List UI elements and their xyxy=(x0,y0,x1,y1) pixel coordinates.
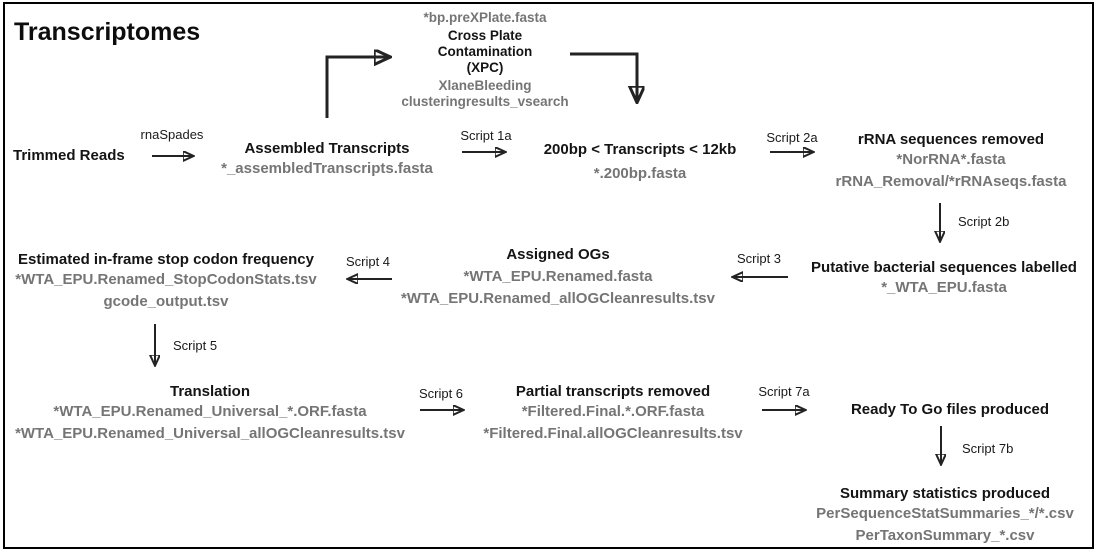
edge-label-rnaspades: rnaSpades xyxy=(140,127,204,142)
edge-label-script-2a: Script 2a xyxy=(766,130,818,145)
node-translation: Translation *WTA_EPU.Renamed_Universal_*… xyxy=(15,382,405,445)
node-title: rRNA sequences removed xyxy=(857,131,1045,148)
node-file: PerSequenceStatSummaries_*/*.csv xyxy=(816,505,1074,522)
node-file: clusteringresults_vsearch xyxy=(401,94,569,109)
edge-label-script-1a: Script 1a xyxy=(460,128,512,143)
node-title: Assigned OGs xyxy=(506,246,610,263)
node-title: Partial transcripts removed xyxy=(515,383,711,400)
node-bacterial-labelled: Putative bacterial sequences labelled *_… xyxy=(811,258,1077,299)
node-title: Translation xyxy=(169,383,251,400)
arrow-assembled-to-xpc xyxy=(325,57,388,118)
node-file: *Filtered.Final.*.ORF.fasta xyxy=(521,403,705,420)
edge-label-script-2b: Script 2b xyxy=(958,214,1010,229)
node-rrna-removed: rRNA sequences removed *NorRNA*.fasta rR… xyxy=(836,130,1067,193)
node-title: Trimmed Reads xyxy=(13,147,125,164)
node-file: rRNA_Removal/*rRNAseqs.fasta xyxy=(835,173,1067,190)
edge-label-script-6: Script 6 xyxy=(418,386,464,401)
node-file: XlaneBleeding xyxy=(438,78,532,93)
edge-label-script-3: Script 3 xyxy=(736,251,782,266)
edge-label-script-7b: Script 7b xyxy=(962,441,1014,456)
node-file: *_assembledTranscripts.fasta xyxy=(221,160,433,177)
node-cross-plate-contamination: *bp.preXPlate.fasta Cross Plate Contamin… xyxy=(401,10,568,110)
node-title: Summary statistics produced xyxy=(839,485,1051,502)
arrow-xpc-to-sizefilter xyxy=(570,52,637,100)
node-file: *WTA_EPU.Renamed.fasta xyxy=(463,268,653,285)
node-file: *WTA_EPU.Renamed_allOGCleanresults.tsv xyxy=(401,290,715,307)
node-trimmed-reads: Trimmed Reads xyxy=(13,146,125,165)
node-file: *bp.preXPlate.fasta xyxy=(423,10,547,25)
node-ready-to-go: Ready To Go files produced xyxy=(851,400,1049,419)
node-size-filter: 200bp < Transcripts < 12kb *.200bp.fasta xyxy=(544,140,737,185)
node-title-line: Cross Plate xyxy=(447,28,523,43)
node-summary-stats: Summary statistics produced PerSequenceS… xyxy=(816,484,1074,547)
node-title: Ready To Go files produced xyxy=(850,401,1050,418)
node-title: Assembled Transcripts xyxy=(244,140,410,157)
node-file: *NorRNA*.fasta xyxy=(896,151,1006,168)
node-stop-codon-frequency: Estimated in-frame stop codon frequency … xyxy=(15,250,316,313)
node-assigned-ogs: Assigned OGs *WTA_EPU.Renamed.fasta *WTA… xyxy=(401,245,715,310)
node-partial-removed: Partial transcripts removed *Filtered.Fi… xyxy=(483,382,742,445)
node-title: Estimated in-frame stop codon frequency xyxy=(18,251,314,268)
node-file: PerTaxonSummary_*.csv xyxy=(855,527,1035,544)
node-file: *Filtered.Final.allOGCleanresults.tsv xyxy=(483,425,743,442)
node-title: 200bp < Transcripts < 12kb xyxy=(543,141,737,158)
node-file: *WTA_EPU.Renamed_Universal_*.ORF.fasta xyxy=(53,403,367,420)
page-title: Transcriptomes xyxy=(14,18,201,46)
edge-label-script-4: Script 4 xyxy=(345,254,391,269)
node-file: *.200bp.fasta xyxy=(593,165,687,182)
edge-label-script-5: Script 5 xyxy=(173,338,218,353)
node-title-line: Contamination xyxy=(437,44,533,59)
node-file: gcode_output.tsv xyxy=(103,293,229,310)
node-file: *WTA_EPU.Renamed_StopCodonStats.tsv xyxy=(15,271,317,288)
node-file: *WTA_EPU.Renamed_Universal_allOGCleanres… xyxy=(15,425,405,442)
edge-label-script-7a: Script 7a xyxy=(758,384,810,399)
node-file: *_WTA_EPU.fasta xyxy=(881,279,1007,296)
node-title-line: (XPC) xyxy=(466,60,504,75)
node-assembled-transcripts: Assembled Transcripts *_assembledTranscr… xyxy=(221,139,433,180)
node-title: Putative bacterial sequences labelled xyxy=(811,259,1077,276)
